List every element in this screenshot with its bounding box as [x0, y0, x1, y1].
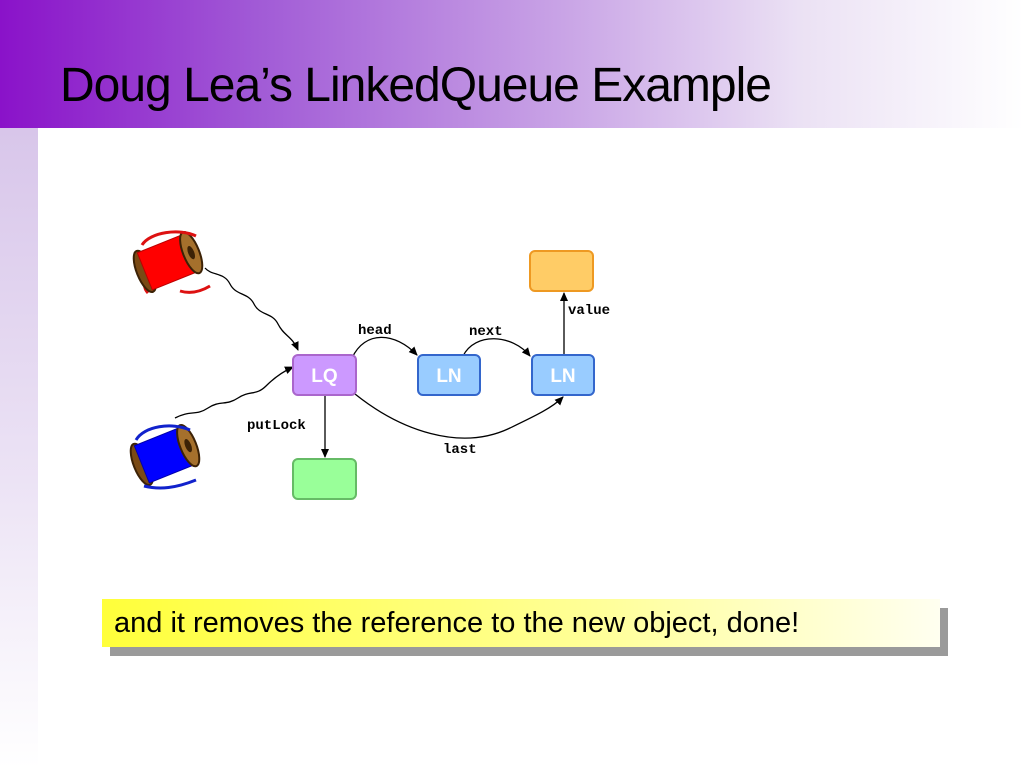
value-label: value — [568, 303, 610, 319]
head-arrow — [351, 336, 418, 359]
title-banner — [0, 0, 1024, 128]
putlock-label: putLock — [247, 418, 306, 434]
slide-title: Doug Lea’s LinkedQueue Example — [60, 59, 772, 112]
value-object-box — [529, 250, 594, 292]
blue-thread-wavy-arrow — [174, 366, 294, 419]
caption-text: and it removes the reference to the new … — [114, 607, 800, 639]
last-arrow — [354, 393, 564, 439]
lq-node: LQ — [292, 354, 357, 396]
ln-node-1-label: LN — [436, 366, 461, 387]
blue-thread-spool-icon — [129, 424, 201, 490]
putlock-object-box — [292, 458, 357, 500]
ln-node-2-label: LN — [550, 366, 575, 387]
caption-box: and it removes the reference to the new … — [102, 599, 940, 647]
left-accent-bar — [0, 128, 38, 768]
head-label: head — [358, 323, 392, 339]
lq-node-label: LQ — [311, 366, 337, 387]
next-label: next — [469, 324, 503, 340]
next-arrow — [462, 338, 531, 357]
ln-node-2: LN — [531, 354, 595, 396]
red-thread-spool-icon — [132, 230, 211, 295]
last-label: last — [443, 442, 477, 458]
red-thread-wavy-arrow — [204, 267, 299, 351]
ln-node-1: LN — [417, 354, 481, 396]
